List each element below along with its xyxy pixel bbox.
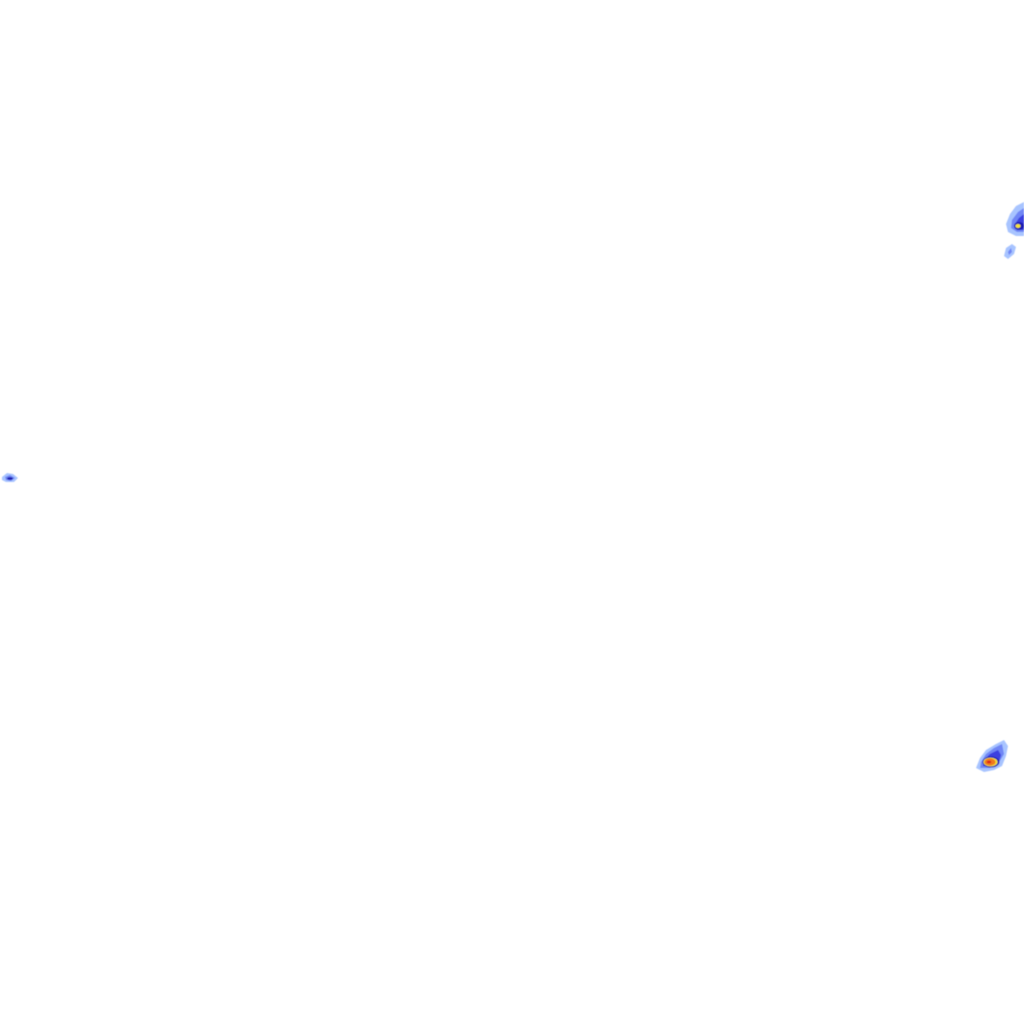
echo-northeast-trail bbox=[1004, 244, 1016, 259]
echo-band-moderate bbox=[1008, 248, 1012, 255]
echo-west-edge bbox=[2, 473, 18, 482]
echo-northeast-edge bbox=[1006, 202, 1024, 236]
echo-band-very-intense bbox=[1015, 224, 1021, 228]
echo-southeast bbox=[976, 740, 1008, 772]
echo-band-intense bbox=[7, 477, 13, 480]
echo-band-core bbox=[986, 760, 992, 764]
